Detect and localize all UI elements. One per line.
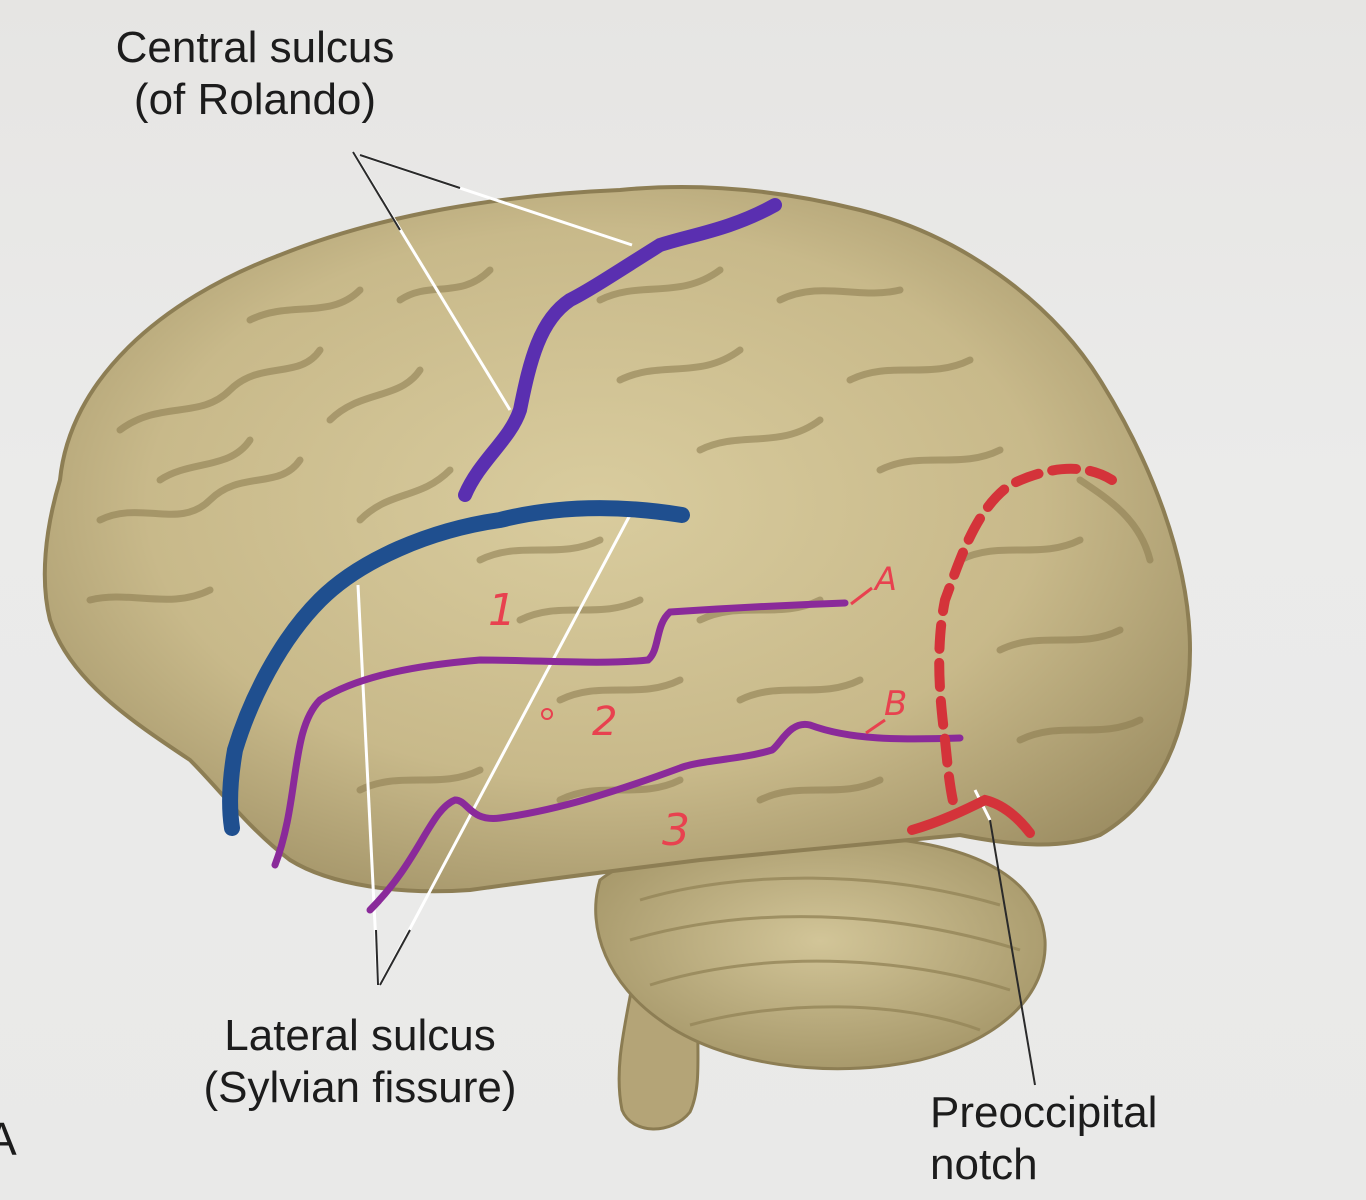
figure-letter: A (0, 1113, 17, 1165)
lateral-sulcus-label-line1: Lateral sulcus (224, 1011, 496, 1060)
preoccipital-dashed-line (934, 463, 1117, 815)
preoccipital-notch-label-line1: Preoccipital (930, 1088, 1158, 1137)
sulcus-a-mark: A (873, 560, 897, 598)
cerebellar-folia (629, 876, 1021, 1032)
lateral-sulcus-label: Lateral sulcus (Sylvian fissure) (170, 1010, 550, 1114)
small-dot-mark (541, 708, 553, 720)
central-sulcus-line (458, 198, 782, 502)
inferior-temporal-sulcus (366, 720, 964, 914)
central-sulcus-label-line2: (of Rolando) (133, 75, 377, 124)
gyrus-2-mark: 2 (592, 699, 617, 745)
lateral-leader-2 (378, 514, 632, 986)
preoccipital-notch-label-line2: notch (930, 1140, 1038, 1189)
lateral-sulcus-line (222, 500, 690, 836)
central-sulcus-label-line1: Central sulcus (115, 23, 395, 72)
gyrus-3-mark: 3 (662, 805, 690, 856)
central-sulcus-label: Central sulcus (of Rolando) (95, 22, 415, 126)
sulcus-a-tick (850, 586, 873, 606)
gyrus-1-mark: 1 (488, 585, 516, 636)
leader-lines-dark (352, 151, 1036, 1086)
preoccipital-boundary (907, 463, 1117, 838)
sulcus-b-mark: B (884, 684, 907, 724)
lateral-leader-1 (356, 584, 380, 986)
sulcus-b-tick (865, 718, 886, 735)
handwritten-annotations: 1 2 3 A B (488, 560, 907, 856)
preoccipital-notch-mark (907, 794, 1035, 838)
preoccipital-notch-label: Preoccipital notch (930, 1087, 1230, 1191)
temporal-sulci-lines (271, 599, 964, 914)
lateral-sulcus-label-line2: (Sylvian fissure) (203, 1063, 517, 1112)
superior-temporal-sulcus (271, 599, 849, 869)
